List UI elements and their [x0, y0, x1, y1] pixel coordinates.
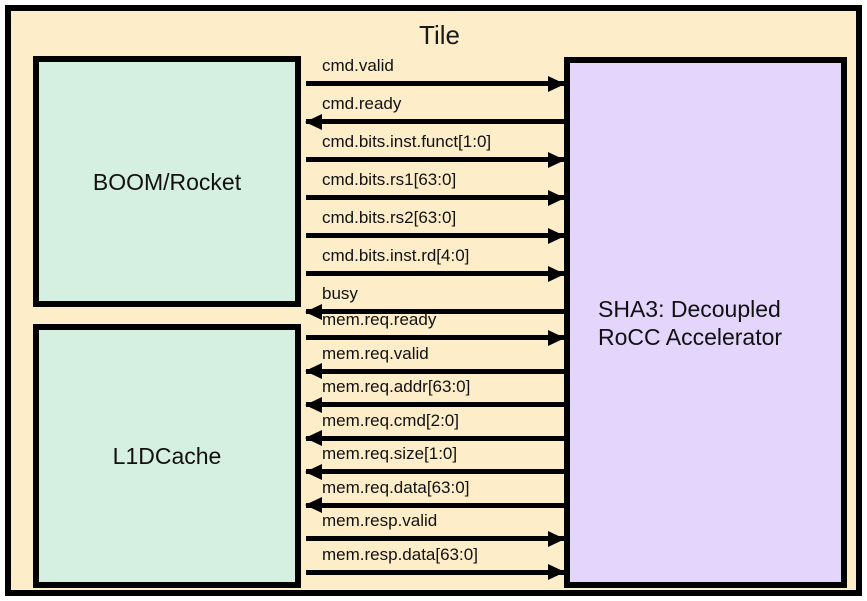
block-l1dcache: L1DCache — [33, 324, 301, 588]
signal-wire — [306, 435, 564, 441]
signal-label: cmd.valid — [322, 56, 394, 75]
signal-label: mem.req.cmd[2:0] — [322, 410, 459, 430]
arrow-right-icon — [548, 227, 565, 244]
signal-label: cmd.ready — [322, 94, 402, 113]
signal-wire — [306, 402, 564, 407]
signal-wire — [306, 309, 564, 314]
arrow-right-icon — [548, 189, 565, 206]
signal-label: cmd.bits.inst.funct[1:0] — [322, 132, 492, 151]
tile-container: Tile BOOM/Rocket L1DCache SHA3: Decouple… — [5, 5, 862, 596]
signal-wire — [306, 469, 564, 474]
arrow-right-icon — [548, 151, 565, 168]
block-sha3-accelerator: SHA3: Decoupled RoCC Accelerator — [564, 57, 847, 588]
arrow-right-icon — [548, 75, 565, 92]
signal-label: cmd.bits.rs1[63:0] — [322, 170, 457, 189]
signal-wire — [306, 81, 564, 86]
signal-label: cmd.bits.rs2[63:0] — [322, 208, 457, 227]
signal-label: mem.req.data[63:0] — [322, 477, 470, 497]
signal-label: mem.req.size[1:0] — [322, 444, 458, 463]
arrow-right-icon — [548, 265, 565, 282]
arrow-right-icon — [548, 329, 565, 346]
signal-wire — [306, 569, 564, 575]
block-boom-rocket-label: BOOM/Rocket — [92, 168, 242, 195]
signal-wire — [306, 502, 564, 508]
signal-wire — [306, 271, 564, 276]
arrow-left-icon — [305, 396, 322, 413]
signal-wire — [306, 195, 564, 200]
signal-label: mem.req.valid — [322, 343, 429, 363]
signal-wire — [306, 368, 564, 374]
signal-label: mem.resp.valid — [322, 511, 438, 530]
arrow-left-icon — [305, 113, 322, 130]
arrow-left-icon — [305, 497, 322, 513]
arrow-left-icon — [305, 463, 322, 480]
block-l1dcache-label: L1DCache — [112, 443, 222, 469]
block-sha3-accelerator-label: SHA3: Decoupled RoCC Accelerator — [598, 295, 783, 350]
signal-label: cmd.bits.inst.rd[4:0] — [322, 246, 470, 265]
arrow-right-icon — [548, 530, 565, 547]
signal-label: mem.req.ready — [322, 310, 437, 329]
arrow-left-icon — [305, 430, 322, 446]
tile-title: Tile — [419, 20, 460, 50]
arrow-left-icon — [305, 303, 322, 320]
signal-wire — [306, 119, 564, 124]
signal-label: mem.resp.data[63:0] — [322, 544, 478, 564]
signal-wire — [306, 157, 564, 162]
signal-wire — [306, 233, 564, 238]
arrow-right-icon — [548, 564, 565, 580]
signal-label: busy — [322, 284, 358, 303]
signal-wire — [306, 536, 564, 541]
block-boom-rocket: BOOM/Rocket — [33, 56, 301, 307]
signal-wire — [306, 335, 564, 340]
signal-label: mem.req.addr[63:0] — [322, 377, 471, 396]
arrow-left-icon — [305, 363, 322, 379]
